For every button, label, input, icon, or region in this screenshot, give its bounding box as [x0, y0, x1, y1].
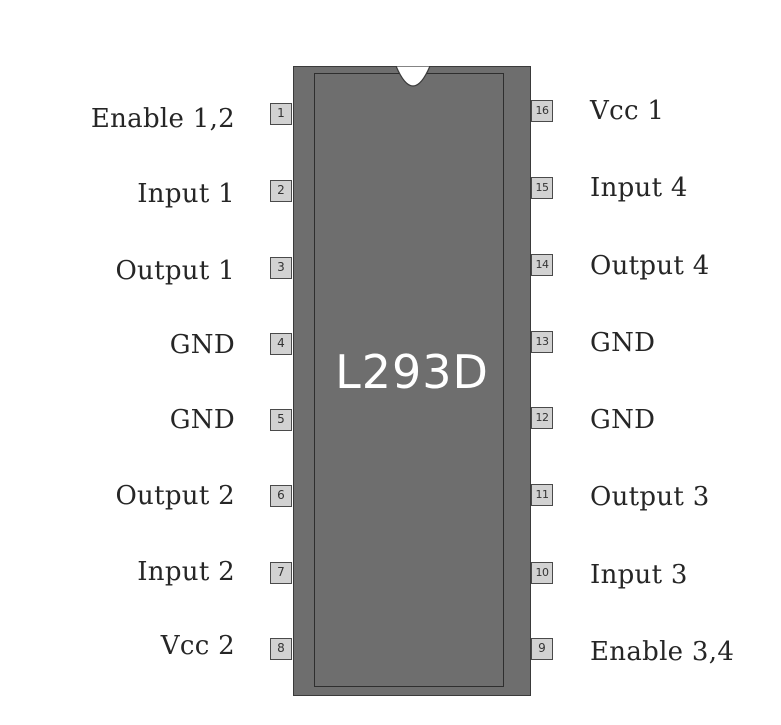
pin-9-label: Enable 3,4 — [590, 637, 735, 667]
pin-3: 3 — [270, 257, 292, 279]
pin-5: 5 — [270, 409, 292, 431]
chip-name: L293D — [335, 345, 489, 399]
pin-16: 16 — [531, 100, 553, 122]
pin-8: 8 — [270, 638, 292, 660]
pin-9: 9 — [531, 638, 553, 660]
pin-14-label: Output 4 — [590, 251, 710, 281]
chip-body: L293D — [293, 66, 531, 696]
pin-15-label: Input 4 — [590, 173, 688, 203]
pin-7: 7 — [270, 562, 292, 584]
pin-11: 11 — [531, 484, 553, 506]
pin-13-label: GND — [590, 328, 656, 358]
pin-7-label: Input 2 — [137, 557, 235, 587]
pin-4-label: GND — [169, 330, 235, 360]
pin-13: 13 — [531, 331, 553, 353]
pin-1: 1 — [270, 103, 292, 125]
pin-10-label: Input 3 — [590, 560, 688, 590]
pin-12-label: GND — [590, 405, 656, 435]
pin-6-label: Output 2 — [115, 481, 235, 511]
pin-2: 2 — [270, 180, 292, 202]
pin-16-label: Vcc 1 — [590, 96, 665, 126]
chip-notch — [395, 66, 431, 87]
pin-8-label: Vcc 2 — [160, 631, 235, 661]
pin-4: 4 — [270, 333, 292, 355]
pin-3-label: Output 1 — [115, 256, 235, 286]
pin-12: 12 — [531, 407, 553, 429]
pin-6: 6 — [270, 485, 292, 507]
pin-5-label: GND — [169, 405, 235, 435]
pin-2-label: Input 1 — [137, 179, 235, 209]
pin-1-label: Enable 1,2 — [90, 104, 235, 134]
pin-14: 14 — [531, 254, 553, 276]
pin-15: 15 — [531, 177, 553, 199]
pin-11-label: Output 3 — [590, 482, 710, 512]
pin-10: 10 — [531, 562, 553, 584]
